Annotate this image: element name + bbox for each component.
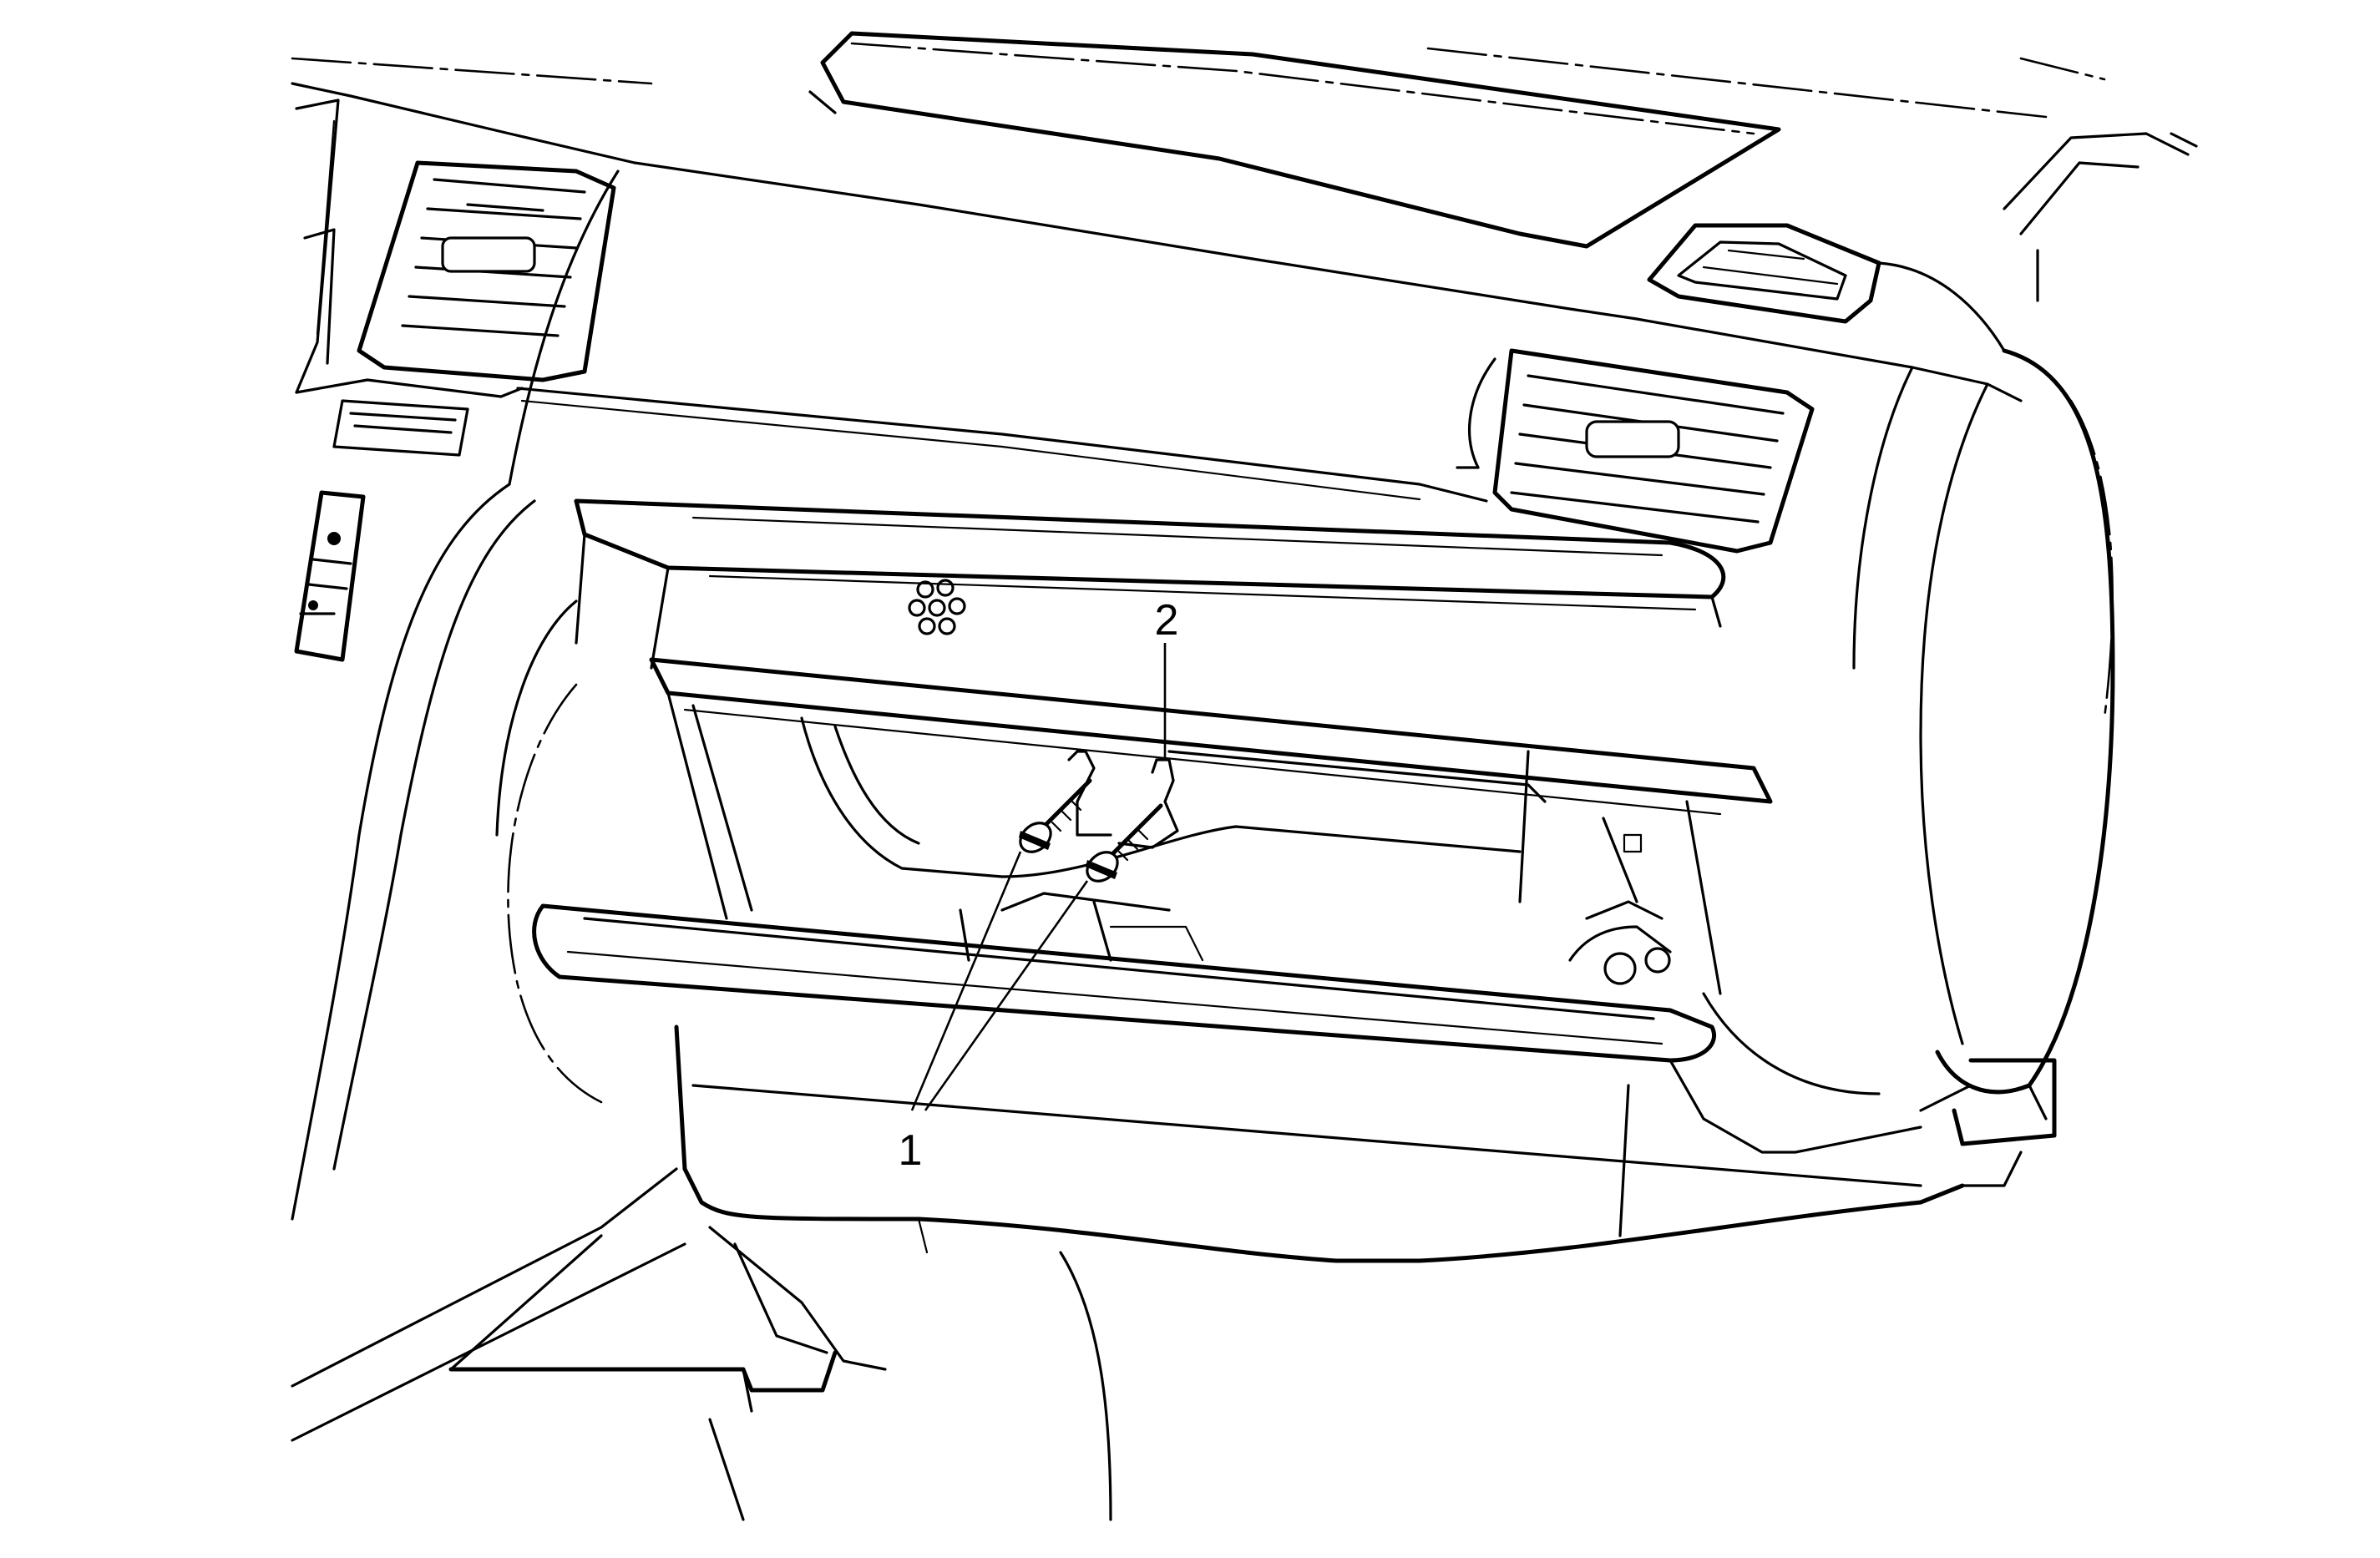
screw-left [1019,778,1092,853]
passenger-side-dash-end [1635,132,2198,1120]
instrument-panel-top-pad [508,161,1638,503]
leader-lines [910,643,1167,1111]
side-window-defog-vent [1647,223,1881,324]
glove-box-liner [800,716,1547,962]
hinge-bracket-right [1117,758,1179,849]
windshield-edge [291,47,2106,164]
glove-box-door [532,903,1716,1063]
side-switch-panel [294,490,366,662]
defroster-outlet-panel [808,31,1781,249]
left-console-side [291,483,887,1442]
upper-trim-panel [574,498,1726,670]
hazard-switch [332,399,469,457]
hinge-mechanism [1568,817,1672,985]
lower-knee-bolster [674,992,2057,1263]
screw-right [1086,803,1163,883]
passenger-air-vent [1456,348,1815,554]
left-air-vent [357,160,616,382]
lower-console-tray [448,1234,1112,1521]
center-stack-bezel [295,99,524,398]
speaker-grille-holes [908,579,966,635]
callout-label-2: 2 [1155,596,1179,645]
glove-box-opening [649,657,1773,995]
callout-label-1: 1 [899,1126,923,1175]
